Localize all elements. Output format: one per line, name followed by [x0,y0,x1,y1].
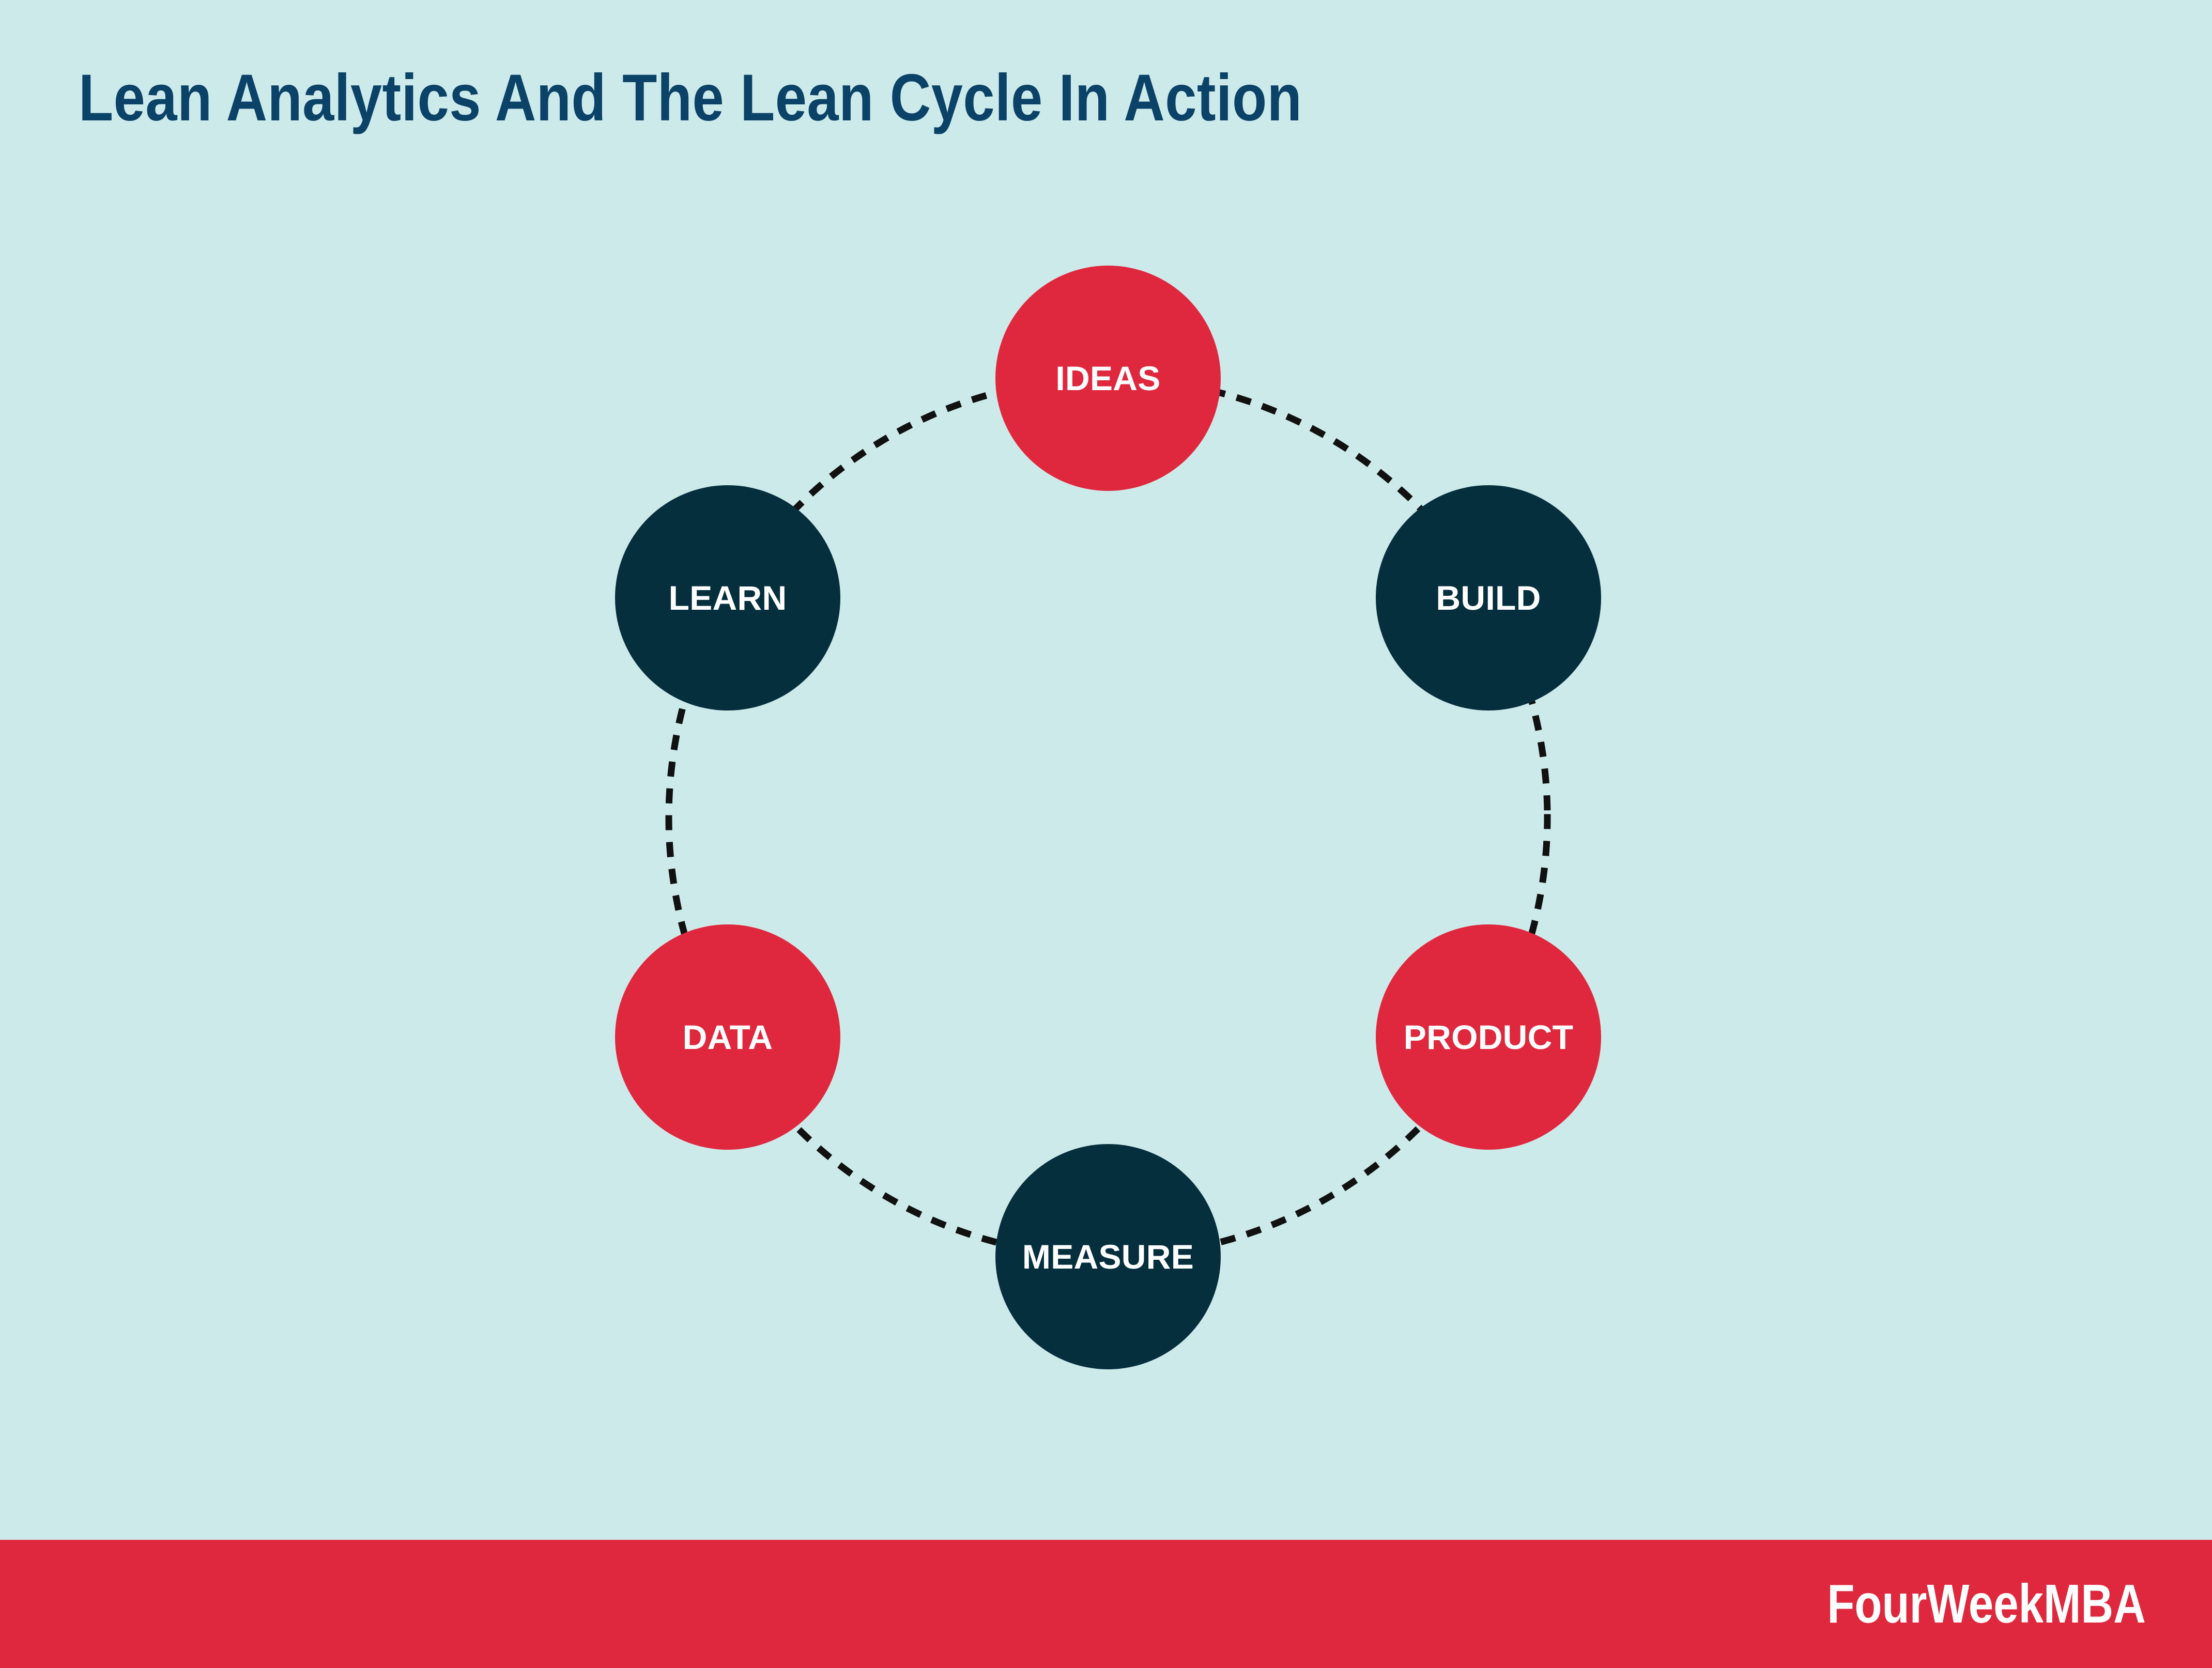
cycle-dotted-circle [665,375,1551,1260]
cycle-node-build[interactable]: BUILD [1376,485,1601,711]
footer-bar: FourWeekMBA [0,1540,2212,1668]
cycle-node-label-data: DATA [682,1018,773,1056]
cycle-node-label-measure: MEASURE [1022,1238,1194,1276]
page-title: Lean Analytics And The Lean Cycle In Act… [79,61,1302,135]
cycle-node-measure[interactable]: MEASURE [995,1144,1221,1369]
cycle-node-label-product: PRODUCT [1403,1018,1574,1056]
cycle-node-data[interactable]: DATA [615,924,840,1150]
fourweekmba-logo: FourWeekMBA [1827,1573,2146,1634]
cycle-node-label-learn: LEARN [668,579,787,617]
cycle-node-label-build: BUILD [1436,579,1541,617]
cycle-node-learn[interactable]: LEARN [615,485,840,711]
lean-cycle-diagram: IDEAS BUILD PRODUCT MEASURE DATA LEARN [615,266,1601,1369]
cycle-node-label-ideas: IDEAS [1055,359,1161,397]
cycle-node-ideas[interactable]: IDEAS [995,266,1221,491]
cycle-node-product[interactable]: PRODUCT [1376,924,1601,1150]
